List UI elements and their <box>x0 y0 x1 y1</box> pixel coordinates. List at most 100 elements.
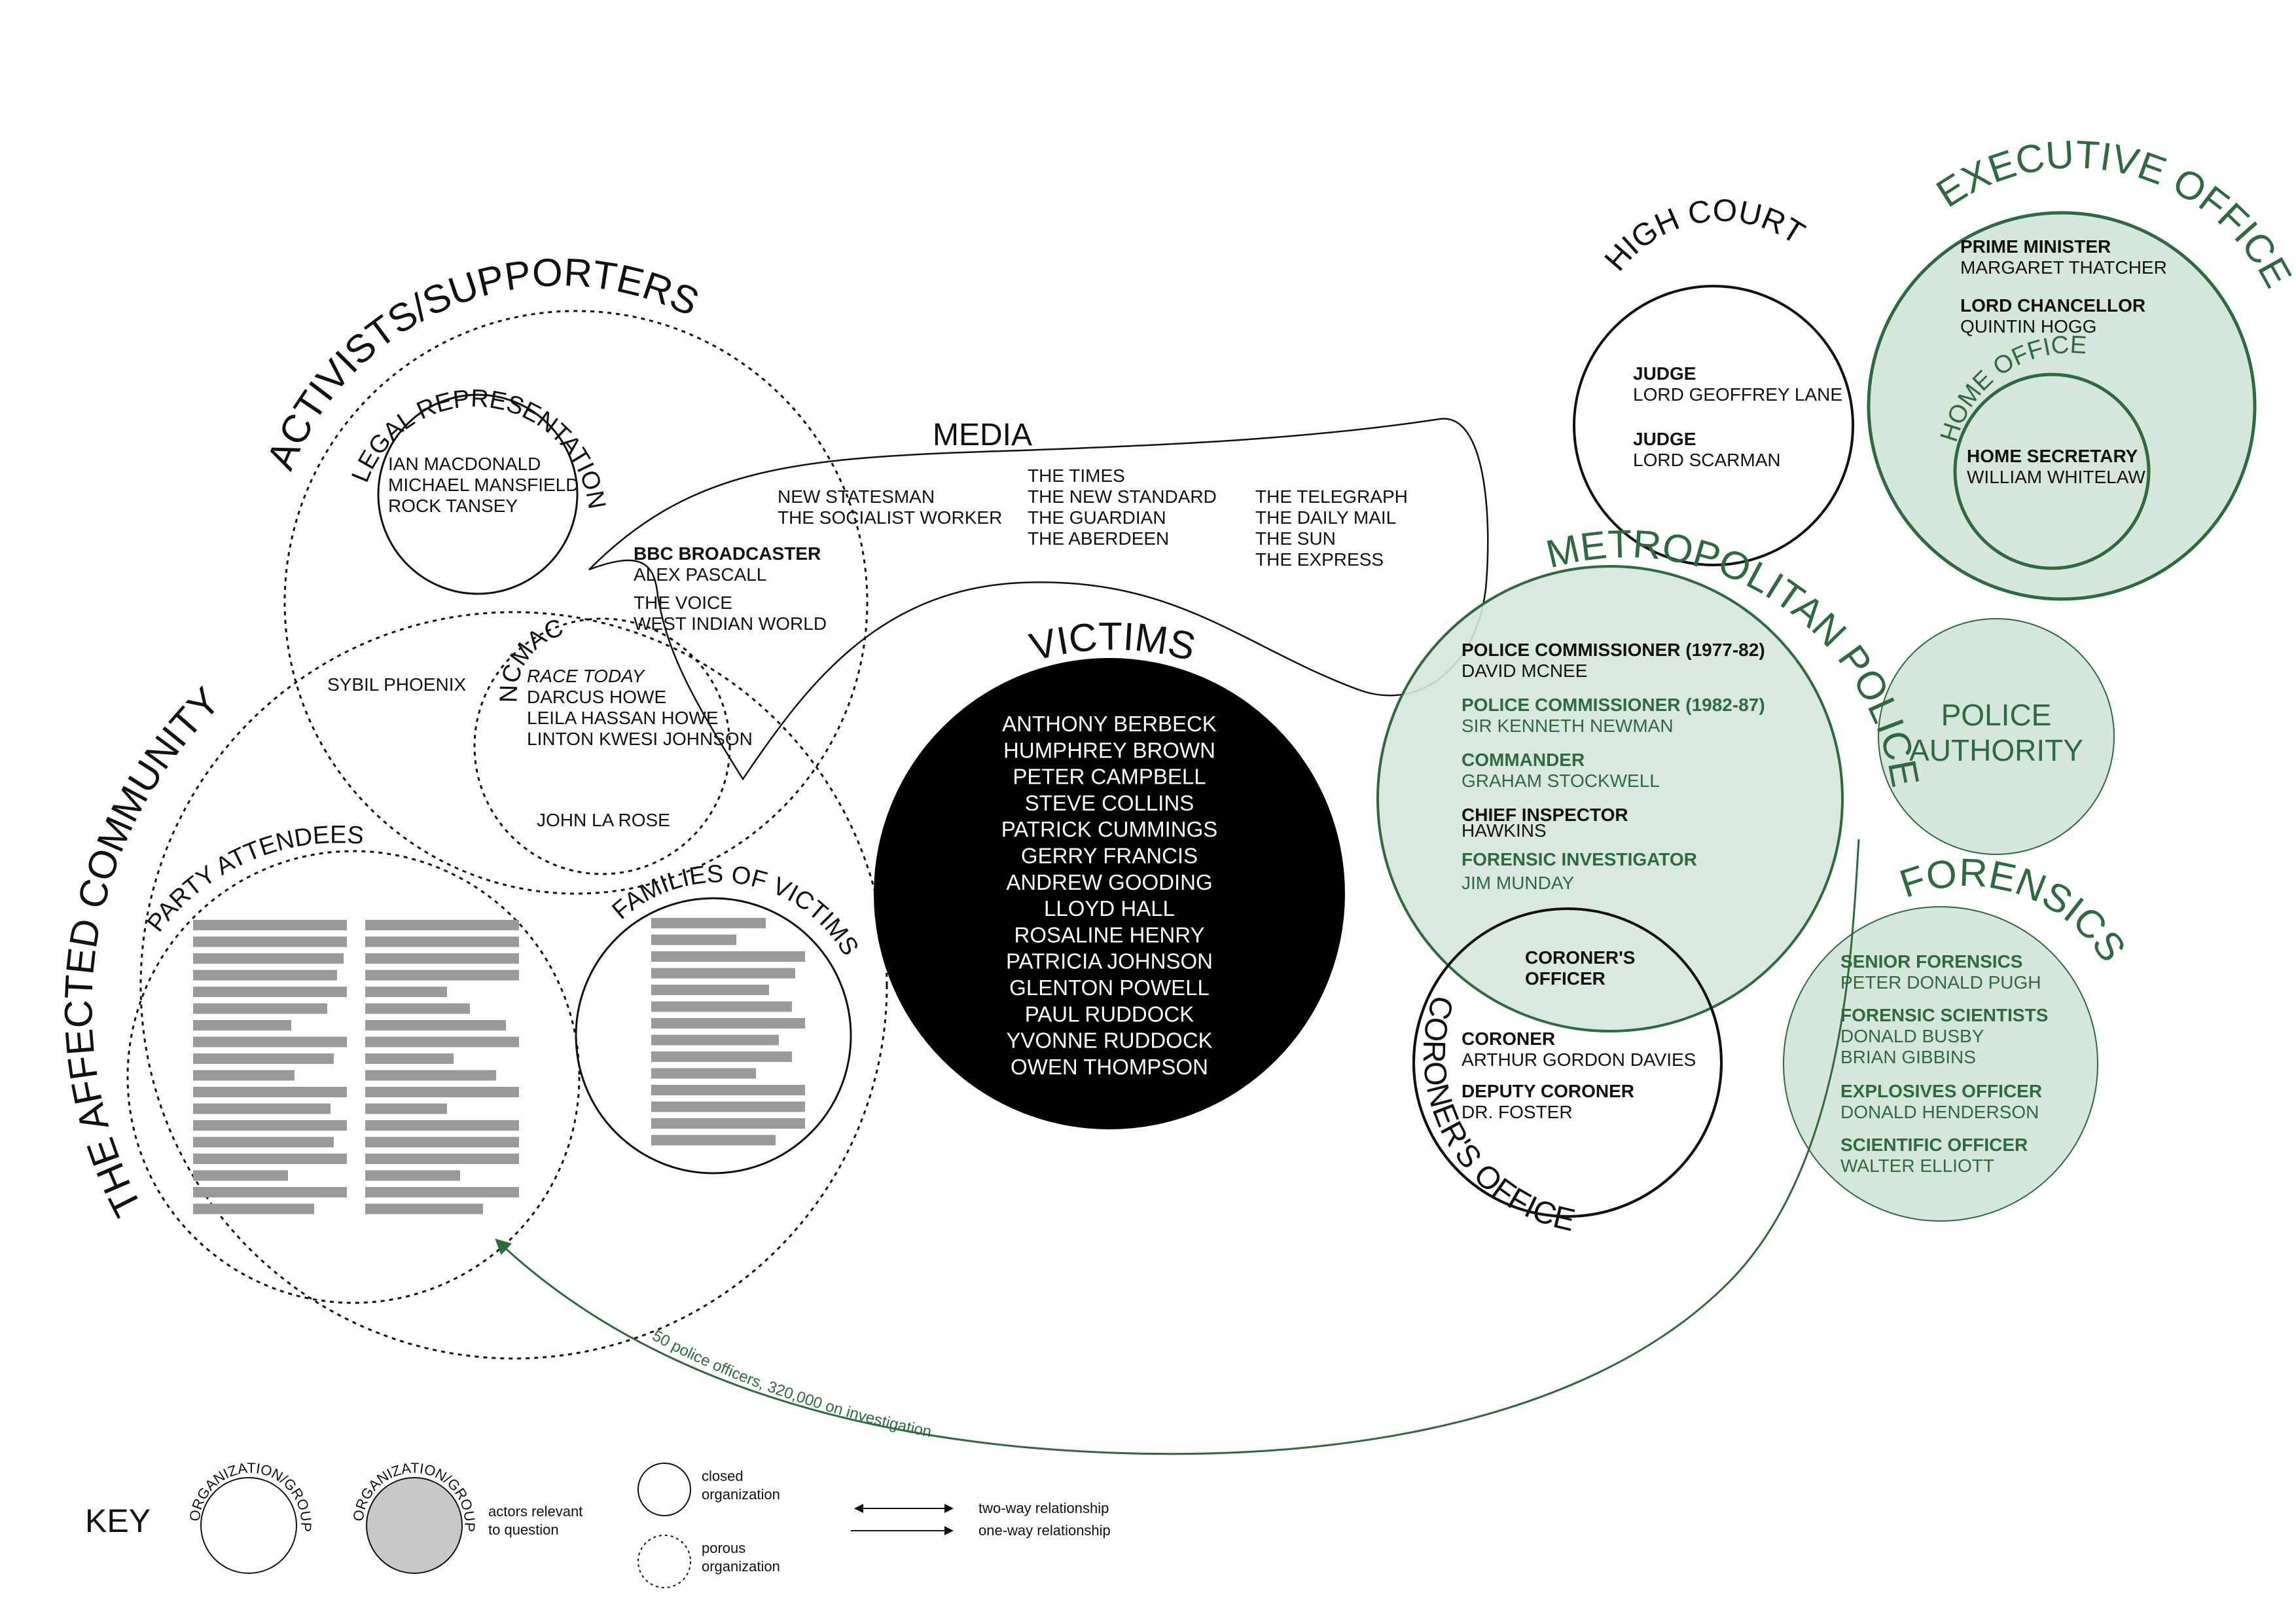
coroner-name: ARTHUR GORDON DAVIES <box>1462 1049 1696 1070</box>
media-outlet: THE DAILY MAIL <box>1255 507 1396 528</box>
media-outlet: THE SOCIALIST WORKER <box>778 507 1002 528</box>
ncmac-name: DARCUS HOWE <box>527 687 666 707</box>
lord-chancellor-role: LORD CHANCELLOR <box>1960 295 2145 316</box>
party-attendee-bar <box>193 987 347 997</box>
family-member-bar <box>651 934 736 945</box>
home-secretary-role: HOME SECRETARY <box>1967 446 2138 466</box>
investigation-arrow-label: 50 police officers, 320,000 on investiga… <box>649 1327 933 1441</box>
commissioner-1-role: POLICE COMMISSIONER (1977-82) <box>1462 640 1765 660</box>
deputy-coroner-name: DR. FOSTER <box>1462 1102 1573 1122</box>
party-attendee-bar <box>365 920 519 930</box>
forensic-scientists-role: FORENSIC SCIENTISTS <box>1840 1005 2048 1025</box>
victim-name: YVONNE RUDDOCK <box>1006 1029 1212 1053</box>
victim-name: GERRY FRANCIS <box>1021 844 1198 868</box>
media-outlet: THE TIMES <box>1028 465 1125 486</box>
activists-title: ACTIVISTS/SUPPORTERS <box>258 250 705 476</box>
judge-name: LORD SCARMAN <box>1633 450 1781 470</box>
party-attendee-bar <box>365 1053 454 1064</box>
family-member-bar <box>651 1034 779 1046</box>
party-attendee-bar <box>193 1103 331 1114</box>
key-closed-label: closed <box>702 1468 744 1484</box>
explosives-officer-role: EXPLOSIVES OFFICER <box>1840 1081 2042 1101</box>
commander-name: GRAHAM STOCKWELL <box>1462 771 1660 791</box>
home-office-circle <box>1953 373 2151 570</box>
victim-name: ANTHONY BERBECK <box>1002 712 1217 736</box>
victim-name: OWEN THOMPSON <box>1011 1055 1208 1079</box>
victim-name: PAUL RUDDOCK <box>1025 1002 1194 1026</box>
victim-name: ANDREW GOODING <box>1006 870 1212 894</box>
judge-role: JUDGE <box>1633 363 1696 384</box>
party-attendee-bar <box>193 1003 327 1014</box>
families-circle <box>575 897 852 1175</box>
senior-forensics-name: PETER DONALD PUGH <box>1840 972 2041 993</box>
family-member-bar <box>651 1068 756 1079</box>
the-voice: THE VOICE <box>634 593 732 613</box>
key-two-way-label: two-way relationship <box>978 1500 1109 1516</box>
party-attendee-bar <box>193 920 347 930</box>
party-attendee-bar <box>193 1187 347 1197</box>
party-attendee-bar <box>193 1087 347 1097</box>
key-closed-circle <box>637 1463 691 1516</box>
investigation-arrow <box>495 839 1860 1455</box>
judge-role: JUDGE <box>1633 429 1696 449</box>
chief-inspector-name: HAWKINS <box>1462 820 1547 841</box>
party-attendee-bar <box>193 1154 347 1164</box>
media-outlet: THE NEW STANDARD <box>1028 486 1217 507</box>
party-attendee-bar <box>365 987 447 997</box>
legal-name: MICHAEL MANSFIELD <box>388 475 579 495</box>
key-one-way-label: one-way relationship <box>978 1522 1111 1539</box>
party-attendee-bar <box>193 1020 291 1030</box>
legal-name: IAN MACDONALD <box>388 454 541 474</box>
high-court-title: HIGH COURT <box>1598 193 1810 278</box>
media-outlet: THE SUN <box>1255 528 1336 549</box>
party-attendee-bar <box>365 953 519 964</box>
key-porous-circle <box>637 1535 691 1588</box>
bbc-broadcaster-role: BBC BROADCASTER <box>634 543 821 564</box>
legal-name: ROCK TANSEY <box>388 496 518 516</box>
party-attendee-bar <box>365 1187 519 1197</box>
victim-name: PATRICIA JOHNSON <box>1006 949 1213 974</box>
party-attendee-bar <box>193 1036 347 1048</box>
party-attendee-bar <box>365 1203 483 1214</box>
deputy-coroner-role: DEPUTY CORONER <box>1462 1081 1634 1101</box>
party-attendee-bar <box>365 1103 447 1114</box>
media-outline <box>588 418 1489 781</box>
key-closed-label: organization <box>702 1486 780 1503</box>
family-member-bar <box>651 1101 805 1112</box>
party-attendees-circle <box>126 850 581 1304</box>
lord-chancellor-name: QUINTIN HOGG <box>1960 316 2096 337</box>
family-member-bar <box>651 968 795 979</box>
party-attendees-bars <box>193 920 519 1214</box>
police-authority-line2: AUTHORITY <box>1909 733 2083 767</box>
police-authority-line1: POLICE <box>1941 698 2052 732</box>
victim-name: STEVE COLLINS <box>1025 791 1194 815</box>
commissioner-2-role: POLICE COMMISSIONER (1982-87) <box>1462 695 1765 715</box>
media-outlet: THE ABERDEEN <box>1028 528 1169 549</box>
party-attendee-bar <box>193 936 347 947</box>
scientific-officer-role: SCIENTIFIC OFFICER <box>1840 1135 2028 1155</box>
key-actors-label: actors relevant <box>488 1503 583 1520</box>
media-outlet: THE EXPRESS <box>1255 549 1384 570</box>
key-actors-label: to question <box>488 1522 559 1538</box>
victim-name: LLOYD HALL <box>1044 896 1175 921</box>
pm-name: MARGARET THATCHER <box>1960 257 2167 278</box>
home-secretary-name: WILLIAM WHITELAW <box>1967 467 2145 487</box>
family-member-bar <box>651 1051 792 1062</box>
party-attendee-bar <box>193 1137 334 1148</box>
coroners-officer-label: CORONER'S <box>1525 947 1635 968</box>
family-member-bar <box>651 951 805 962</box>
party-attendee-bar <box>365 1003 470 1014</box>
key-porous-label: organization <box>702 1558 780 1575</box>
party-attendee-bar <box>193 1053 334 1064</box>
legal-representation-circle <box>377 393 579 595</box>
key-filled-circle <box>366 1477 463 1574</box>
family-member-bar <box>651 918 766 928</box>
key-open-circle <box>200 1477 297 1574</box>
family-member-bar <box>651 985 769 995</box>
party-attendees-title: PARTY ATTENDEES <box>142 821 365 937</box>
victim-name: PATRICK CUMMINGS <box>1001 817 1218 841</box>
media-outlet: NEW STATESMAN <box>778 486 935 507</box>
family-member-bar <box>651 1118 805 1129</box>
